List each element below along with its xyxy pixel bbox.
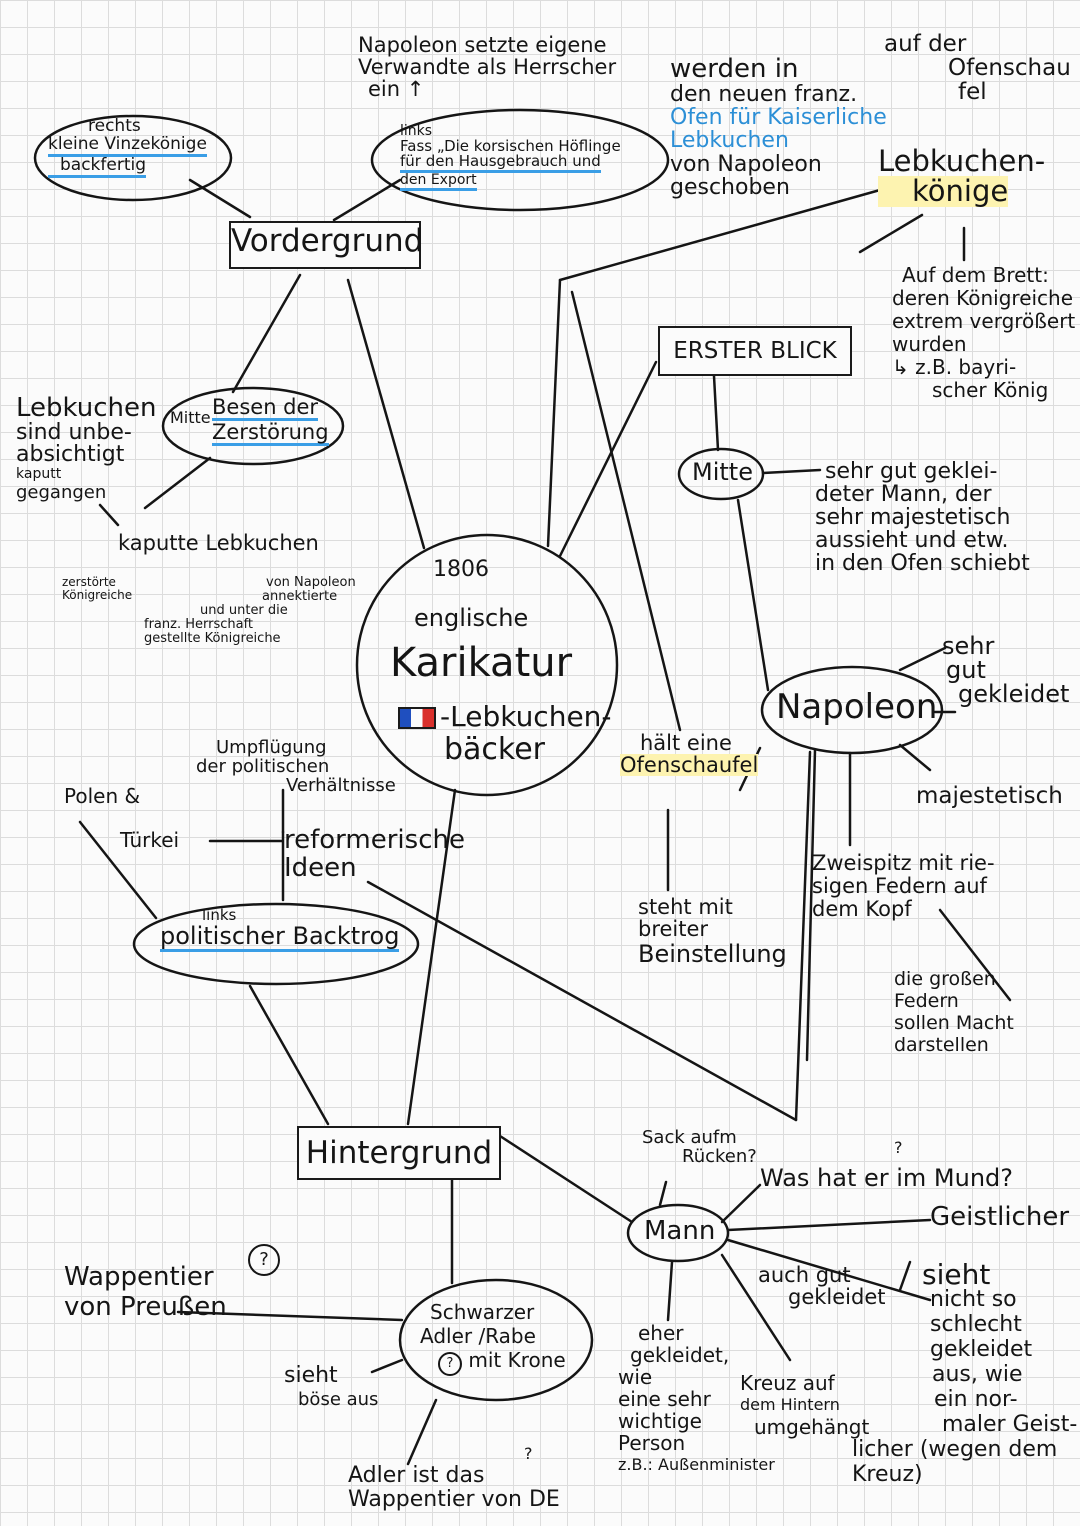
mitte-label: Mitte xyxy=(692,458,753,486)
napoleon-verwandte-note: Napoleon setzte eigene Verwandte als Her… xyxy=(358,33,617,102)
sieht-boese-aus: sieht böse aus xyxy=(284,1363,379,1411)
adler-text: Schwarzer Adler /Rabe ? mit Krone xyxy=(420,1300,566,1376)
lebkuchen-unbeabsichtigt: Lebkuchen sind unbe- absichtigt kaputt g… xyxy=(16,393,157,503)
adler-de-question: ? xyxy=(524,1444,533,1463)
mann-label: Mann xyxy=(644,1216,716,1246)
was-hat-er-im-mund: Was hat er im Mund? xyxy=(760,1164,1014,1192)
auch-gut-gekleidet: auch gut gekleidet xyxy=(758,1263,886,1309)
kaputte-lebkuchen: kaputte Lebkuchen xyxy=(118,531,319,555)
center-line3-text: -Lebkuchen- xyxy=(440,700,612,733)
sehr-gut-gekleideter-mann: sehr gut geklei- deter Mann, der sehr ma… xyxy=(815,459,1030,576)
box-hintergrund: Hintergrund xyxy=(297,1126,501,1180)
oval-mann xyxy=(626,1203,730,1263)
oval-fass xyxy=(370,108,670,212)
brett-note: Auf dem Brett: deren Königreiche extrem … xyxy=(892,263,1076,402)
circle-center xyxy=(355,533,619,797)
oval-fass-text: links Fass „Die korsischen Höflinge für … xyxy=(400,124,621,191)
majestetisch: majestetisch xyxy=(916,783,1063,809)
auf-der-ofenschaufel: auf der Ofenschau fel xyxy=(884,31,1071,106)
oval-napoleon xyxy=(760,665,944,755)
backtrog-text: links politischer Backtrog xyxy=(160,907,400,952)
adler-question-icon: ? xyxy=(438,1352,462,1376)
tuerkei-label: Türkei xyxy=(120,828,180,852)
federn-note: die großen Federn sollen Macht darstelle… xyxy=(894,968,1014,1056)
lebkuchen-koenige: Lebkuchen- könige xyxy=(878,144,1046,209)
adler-wappentier-de: Adler ist das Wappentier von DE xyxy=(348,1463,560,1512)
steht-beinstellung: steht mit breiter Beinstellung xyxy=(638,895,787,968)
besen-text: Besen der Zerstörung xyxy=(212,396,329,447)
france-flag-icon xyxy=(398,707,436,729)
wappentier-preussen: Wappentier von Preußen xyxy=(64,1262,227,1322)
besen-mitte-label: Mitte xyxy=(170,408,211,427)
oval-rechts xyxy=(33,114,233,202)
sack-ruecken: Sack aufm Rücken? xyxy=(642,1127,757,1167)
box-erster-blick: ERSTER BLICK xyxy=(658,326,852,376)
center-line1: englische xyxy=(414,604,529,632)
werden-in-note: werden in den neuen franz. Ofen für Kais… xyxy=(670,54,887,200)
center-title: Karikatur xyxy=(390,640,573,686)
center-line4: bäcker xyxy=(444,732,546,767)
oval-adler xyxy=(398,1278,594,1402)
zweispitz-note: Zweispitz mit rie- sigen Federn auf dem … xyxy=(812,851,995,921)
annektierte-koenigreiche: von Napoleon annektierte und unter die f… xyxy=(144,575,356,646)
sieht-nicht-schlecht: sieht nicht so schlecht gekleidet aus, w… xyxy=(852,1258,1078,1488)
eher-gekleidet: eher gekleidet, wie eine sehr wichtige P… xyxy=(618,1321,775,1474)
oval-rechts-text: rechts kleine Vinzekönige backfertig xyxy=(48,117,207,178)
polen-label: Polen & xyxy=(64,784,141,808)
haelt-ofenschaufel: hält eine Ofenschaufel xyxy=(620,731,759,778)
oval-besen xyxy=(161,386,345,466)
reformerische-ideen: reformerische Ideen xyxy=(284,825,465,883)
napoleon-label: Napoleon xyxy=(776,687,938,727)
umpfluegung-note: Umpflügung der politischen Verhältnisse xyxy=(196,737,396,796)
center-line3: -Lebkuchen- xyxy=(398,702,612,731)
center-year: 1806 xyxy=(433,557,489,582)
q-mark-mund: ? xyxy=(894,1138,903,1157)
box-vordergrund: Vordergrund xyxy=(229,221,423,269)
geistlicher: Geistlicher xyxy=(930,1202,1070,1232)
wappen-question-icon: ? xyxy=(248,1244,280,1276)
kreuz-note: Kreuz auf dem Hintern umgehängt xyxy=(740,1371,870,1439)
oval-backtrog xyxy=(132,902,420,986)
sehr-gut-gekleidet: sehr gut gekleidet xyxy=(942,632,1070,708)
zerstoerte-koenigreiche: zerstörte Königreiche xyxy=(62,575,133,602)
